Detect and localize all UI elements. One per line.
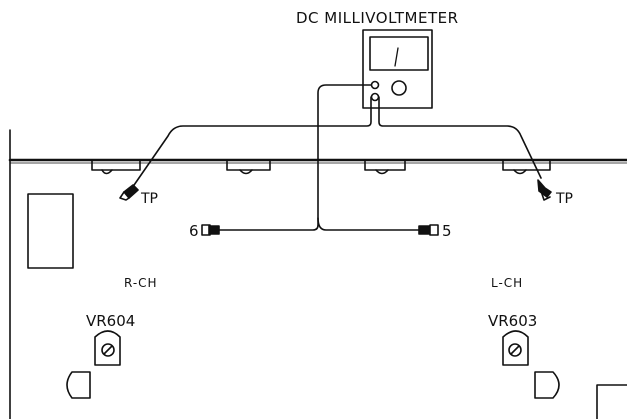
mounting-tab <box>91 159 141 175</box>
vr604-label: VR604 <box>86 312 135 330</box>
tp-cable <box>378 96 542 179</box>
mounting-tab <box>502 159 551 175</box>
tp-cable <box>131 96 372 189</box>
input-cable <box>217 84 372 231</box>
meter-title: DC MILLIVOLTMETER <box>296 9 459 27</box>
plug-icon <box>418 224 439 236</box>
l-ch-label: L-CH <box>491 276 523 290</box>
chassis-cutout <box>66 371 91 399</box>
chassis-component <box>27 193 74 269</box>
mounting-tab <box>226 159 271 175</box>
test-point-right-label: TP <box>555 191 573 207</box>
potentiometer-icon <box>94 330 121 366</box>
r-ch-label: R-CH <box>124 276 158 290</box>
chassis-component <box>596 384 627 419</box>
test-point-left-label: TP <box>140 191 158 207</box>
vr603-label: VR603 <box>488 312 537 330</box>
chassis-cutout <box>534 371 560 399</box>
connector-6-label: 6 <box>189 222 199 240</box>
probe-icon <box>537 179 552 201</box>
input-cable <box>317 217 422 231</box>
potentiometer-icon <box>502 330 529 366</box>
plug-icon <box>201 224 220 236</box>
mounting-tab <box>364 159 406 175</box>
meter-icon <box>362 29 433 109</box>
connector-5-label: 5 <box>442 222 452 240</box>
probe-icon <box>119 184 139 201</box>
